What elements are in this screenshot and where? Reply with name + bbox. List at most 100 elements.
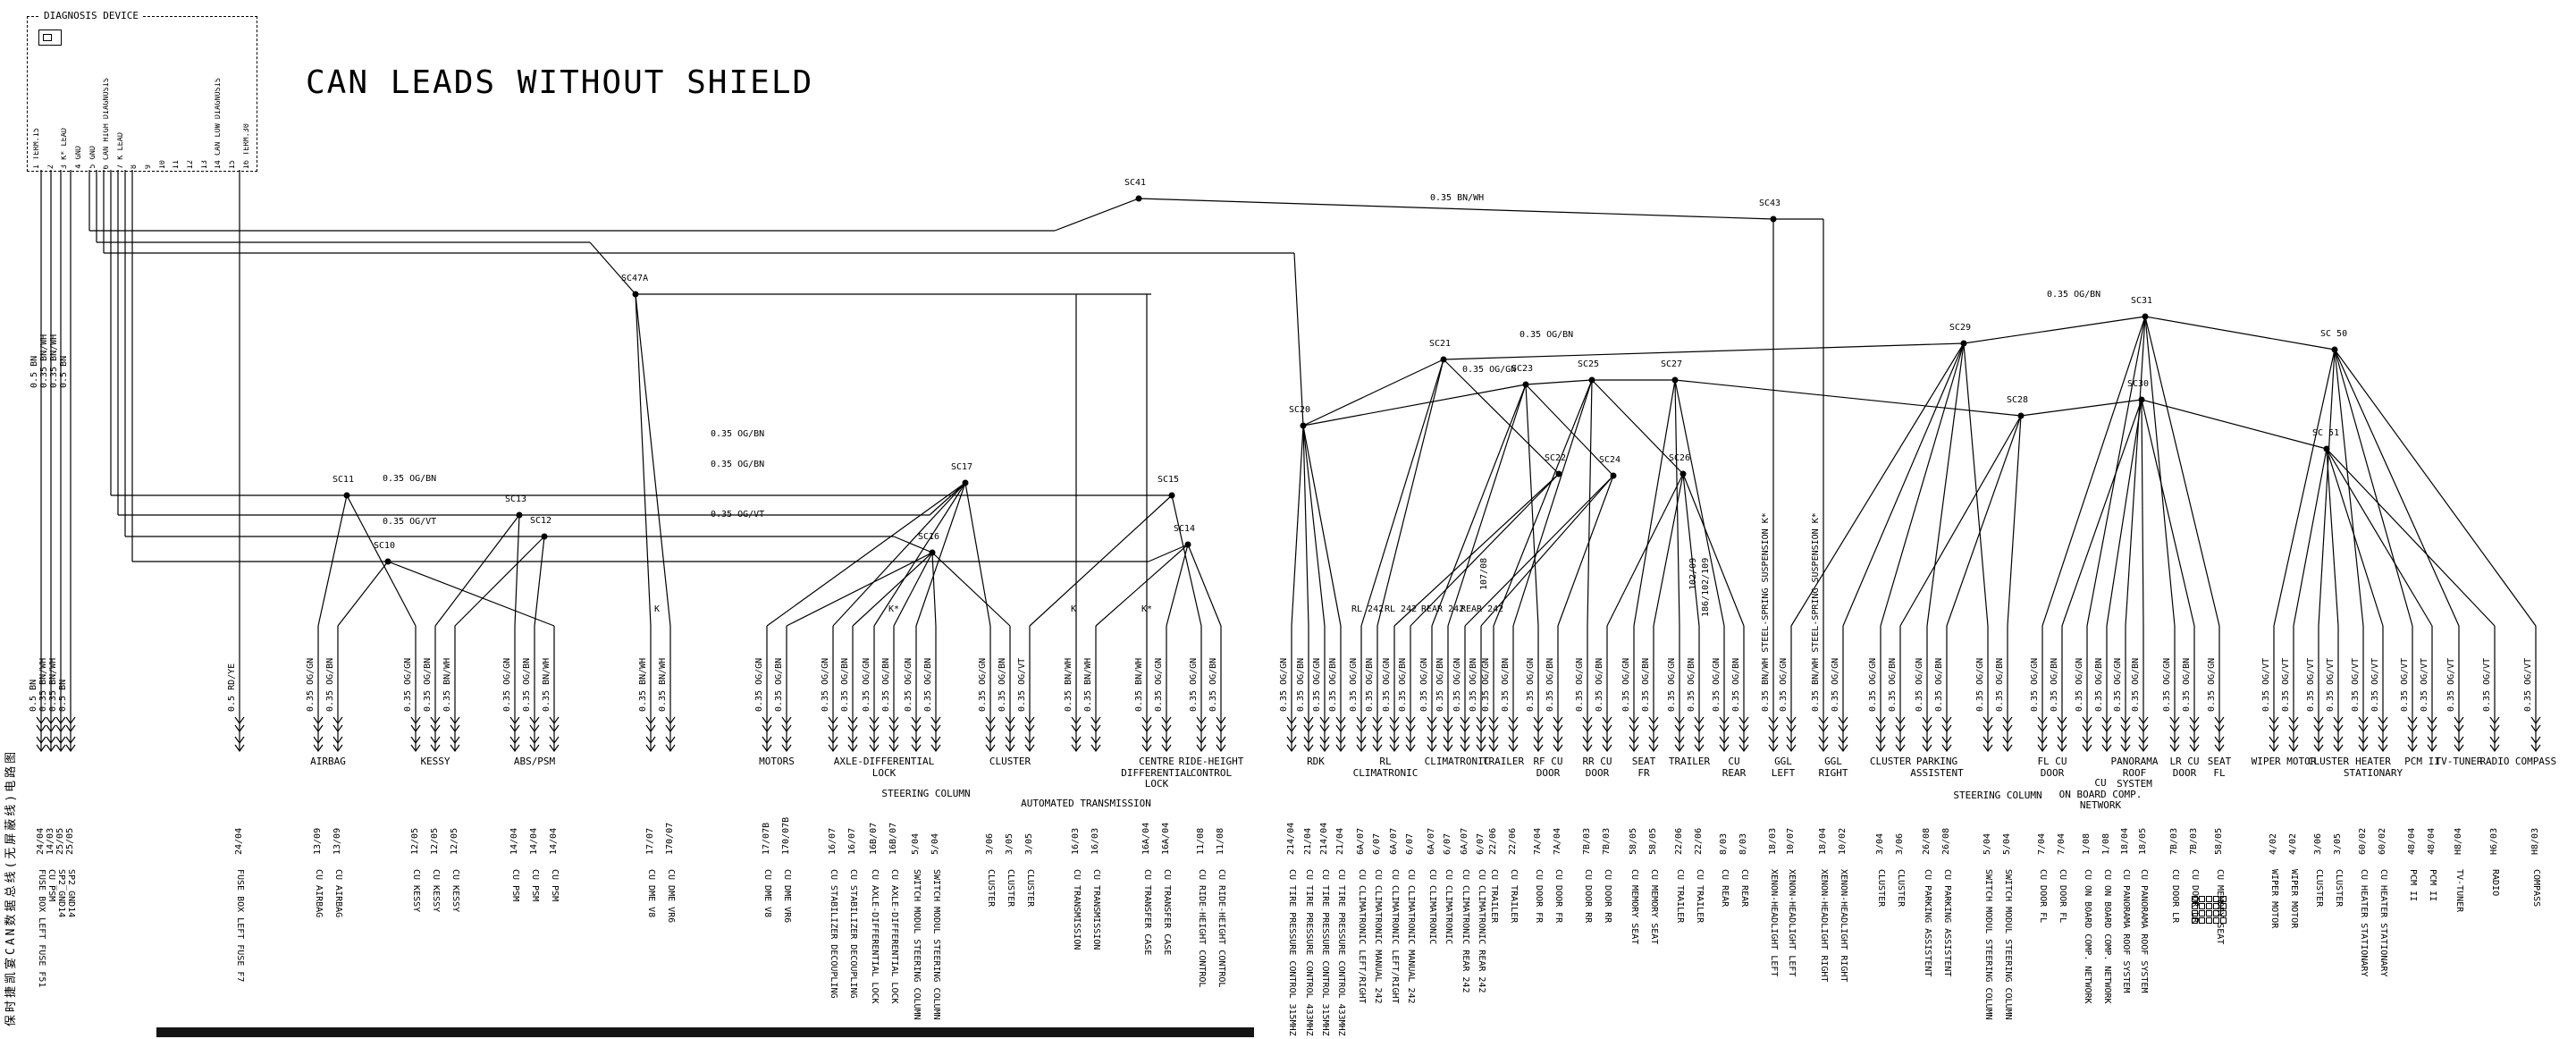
connector-icon [828,716,838,753]
terminal-ref-text: 5/04 [2002,832,2012,855]
terminal-wire-label-text: 0.35 OG/VT [2420,657,2429,712]
terminal-desc-text: CU DOOR LR [2190,869,2200,924]
connector-icon [410,716,421,753]
terminal-desc-text: CU DOOR FL [2058,869,2067,924]
terminal-wire-label-text: 0.35 OG/BN [2050,657,2059,712]
terminal-desc-text: XENON-HEADLIGHT RIGHT [1839,869,1848,983]
terminal-wire-label-text: 0.35 OG/BN [1469,657,1478,712]
connector-icon [1427,716,1437,753]
terminal-desc-text: CU PSM [530,869,540,902]
terminal-wire-label-text: 0.35 OG/BN [1995,657,2005,712]
device-pin-label: 13 [200,159,209,169]
branch-wire-segment [873,482,966,627]
component-label: FL CU DOOR [2037,756,2067,779]
branch-wire-segment [434,514,520,627]
terminal-ref-text: 170/07B [781,816,791,855]
connector-icon [55,716,66,753]
terminal-wire-label-text: 0.35 OG/BN [1641,657,1651,712]
terminal-wire-label-text: 0.35 OG/BN [923,657,933,712]
connector-grid-cell [2220,896,2227,902]
bus-wire-segment [1525,384,1614,477]
terminal-wire-label-text: 0.35 OG/VT [2482,657,2492,712]
branch-wire-segment [1557,475,1614,627]
terminal-ref-text: 22/06 [1488,827,1498,855]
connector-icon [2530,716,2541,753]
connector-icon [1335,716,1346,753]
bus-wire-segment [1525,379,1593,385]
terminal-desc-text: PCM II [2408,869,2418,902]
terminal-desc-text: PCM II [2428,869,2437,902]
terminal-ref-text: 48/04 [2427,827,2437,855]
bus-wire-segment [1443,342,1965,360]
branch-wire-segment [1512,379,1593,627]
terminal-wire-label-text: 0.35 OG/BN [423,657,433,712]
connector-icon [1674,716,1685,753]
wire-label: K [1071,604,1077,614]
branch-wire-segment [1587,379,1593,627]
connector-icon [1356,716,1367,753]
device-pin-label: 3 K* LEAD [61,127,70,169]
wire-label: K [654,604,661,614]
terminal-ref-text: 12/05 [410,827,420,855]
connector-grid-cell [2192,896,2198,902]
terminal-desc-text: CLUSTER [1876,869,1886,908]
terminal-wire-label-text: 0.35 OG/GN [754,657,764,712]
terminal-desc-text: CU STABILIZER DECOUPLING [829,869,838,999]
connector-icon [450,716,460,753]
terminal-desc-text: CU ON BOARD COMP. NETWORK [2102,869,2112,1004]
connector-grid-cell [2213,903,2219,909]
terminal-wire-label-text: 0.35 BN/WH [38,657,48,712]
branch-wire-segment [1302,425,1342,627]
component-label: ABS/PSM [513,756,556,767]
terminal-ref-text: 7B/03 [1582,827,1592,855]
component-label: CU ON BOARD COMP. NETWORK [2058,777,2142,812]
terminal-ref-text: 48/04 [2407,827,2417,855]
terminal-ref-text: 7/04 [2057,832,2067,855]
terminal-desc-text: CU TRANSFER CASE [1142,869,1152,956]
connector-grid-cell [2220,917,2227,924]
terminal-ref-text: 60/02 [2378,827,2387,855]
connector-icon [930,716,941,753]
branch-wire-segment [1682,473,1700,627]
component-label: STEERING COLUMN [1953,790,2042,801]
connector-icon [1389,716,1400,753]
terminal-ref-text: 25/05 [65,827,75,855]
terminal-wire-label-text: 0.35 OG/GN [978,657,988,712]
terminal-desc-text: CU PANORAMA ROOF SYSTEM [2121,869,2131,993]
terminal-wire-label-text: 0.35 OG/GN [403,657,413,712]
terminal-ref-text: 5/04 [930,832,940,855]
terminal-ref-text: 13/09 [313,827,323,855]
terminal-desc-text: CU AXLE-DIFFERENTIAL LOCK [870,869,880,1004]
terminal-desc-text: CU TIRE PRESSURE CONTROL 315MHZ [1287,869,1297,1036]
connector-icon [2454,716,2464,753]
terminal-wire-label-text: 0.35 OG/GN [1779,657,1789,712]
connector-icon [2138,716,2149,753]
branch-wire-segment [346,494,417,627]
wire-label-text: 186/102/109 [1701,557,1711,617]
component-label: STEERING COLUMN [881,788,971,799]
device-pin-label: 1 TERM.15 [33,127,41,169]
bus-wire-segment [1054,198,1140,232]
component-label: RR CU DOOR [1582,756,1612,779]
terminal-desc-text: CU AXLE-DIFFERENTIAL LOCK [889,869,899,1004]
terminal-wire-label-text: 0.35 OG/VT [2370,657,2380,712]
branch-wire-segment [786,552,933,627]
terminal-desc-text: CU DOOR RR [1603,869,1612,924]
terminal-wire-label-text: 0.35 OG/BN [840,657,850,712]
connector-icon [1161,716,1172,753]
branch-wire-segment [893,552,933,627]
branch-wire-segment [1899,415,2022,627]
terminal-ref-text: 3/05 [1005,832,1014,855]
terminal-ref-text: 214/04 [1286,822,1296,855]
connector-icon [1476,716,1486,753]
terminal-wire-label-text: 0.35 OG/VT [2400,657,2410,712]
connector-icon [36,716,46,753]
connector-icon [1216,716,1226,753]
bus-wire-segment [1963,316,2146,344]
wire-label-text: 0.35 BN/WH [39,334,49,388]
terminal-desc-text: CLUSTER [986,869,996,908]
splice-label: SC13 [505,494,527,504]
device-pin-label: 14 CAN LOW DIAGNOSIS [215,77,223,169]
side-caption-text: 保时捷凯宴CAN数据总线(无屏蔽线)电路图 [4,748,18,1026]
terminal-wire-label-text: 0.35 OG/GN [904,657,913,712]
